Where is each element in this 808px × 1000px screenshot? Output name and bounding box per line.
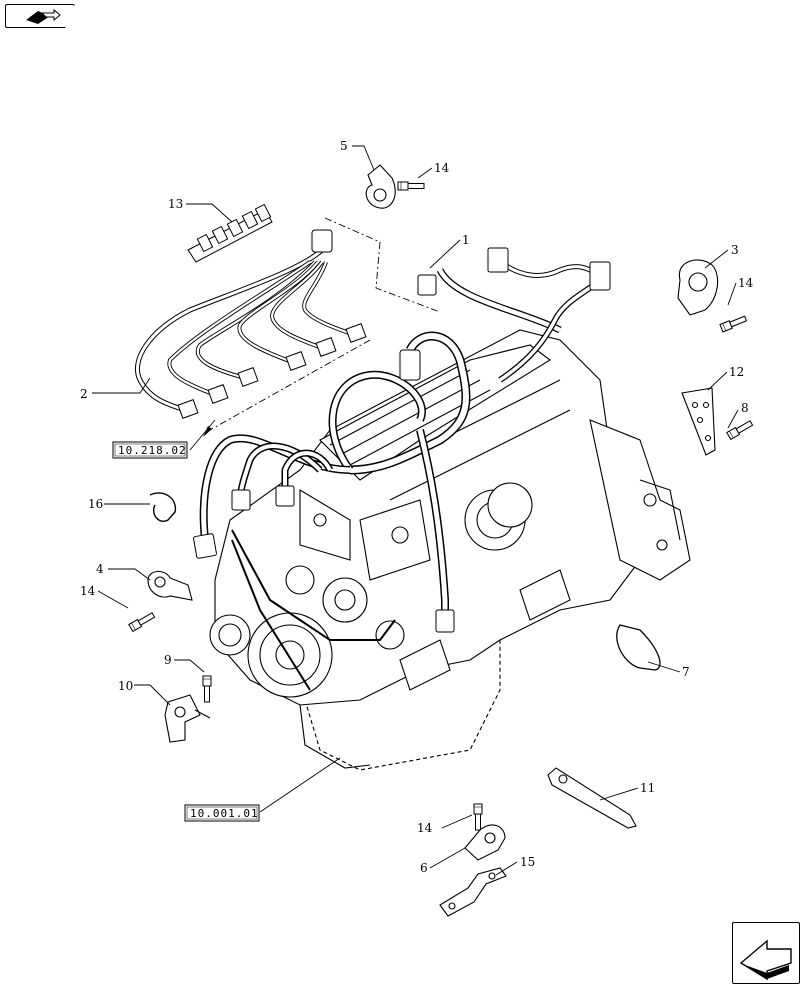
callout-14-left: 14: [80, 584, 96, 598]
harness-connectors: [193, 247, 611, 633]
part-9-screw: [202, 675, 212, 703]
part-11-strap: [547, 767, 637, 829]
injector-harness: [134, 248, 353, 413]
part-12-plate: [681, 387, 716, 456]
part-14-bolt-right: [719, 314, 748, 333]
ref-label-harness: 10.218.02: [118, 444, 187, 457]
assembly-line: [324, 217, 441, 313]
main-harness: [199, 262, 603, 620]
callout-12: 12: [729, 365, 744, 379]
callout-2: 2: [80, 387, 88, 401]
assembly-line-2: [209, 339, 371, 431]
callout-16: 16: [88, 497, 103, 511]
part-10-sensor: [164, 694, 211, 743]
part-16-cable-tie: [149, 492, 177, 522]
leader-lines: [92, 145, 739, 876]
callout-3: 3: [731, 243, 739, 257]
callout-11: 11: [640, 781, 655, 795]
book-nav-button[interactable]: [5, 4, 75, 28]
callout-labels: 1 2 3 4 5 6 7 8 9 10 11 12 13 14 14 14 1…: [80, 139, 754, 875]
part-14-bolt-left: [128, 611, 156, 632]
injector-connectors: [177, 229, 367, 419]
part-7-cable-tie: [616, 624, 661, 671]
part-5-p-clip: [365, 164, 396, 209]
callout-5: 5: [340, 139, 348, 153]
ref-box-harness[interactable]: 10.218.02: [112, 441, 188, 459]
callout-15: 15: [520, 855, 535, 869]
ref-label-engine: 10.001.01: [190, 807, 259, 820]
callout-13: 13: [168, 197, 183, 211]
callout-1: 1: [462, 233, 470, 247]
part-14-bolt-bottom: [473, 803, 483, 831]
callout-10: 10: [118, 679, 133, 693]
callout-14-right: 14: [738, 276, 754, 290]
callout-9: 9: [164, 653, 172, 667]
callout-4: 4: [96, 562, 104, 576]
ref-box-engine[interactable]: 10.001.01: [184, 804, 260, 822]
part-13-connector-strip: [187, 203, 273, 263]
book-arrow-icon: [26, 8, 61, 24]
callout-14-bottom: 14: [417, 821, 433, 835]
back-arrow-icon: [739, 939, 792, 981]
callout-8: 8: [741, 401, 749, 415]
callout-14-top: 14: [434, 161, 450, 175]
part-14-bolt-top: [397, 181, 425, 191]
callout-7: 7: [682, 665, 690, 679]
part-15-bracket: [439, 867, 507, 917]
part-3-p-clip: [677, 259, 719, 316]
back-nav-button[interactable]: [732, 922, 800, 984]
callout-6: 6: [420, 861, 428, 875]
engine-block: [209, 329, 691, 771]
part-6-clamp: [464, 824, 506, 861]
part-4-clamp: [147, 570, 193, 601]
